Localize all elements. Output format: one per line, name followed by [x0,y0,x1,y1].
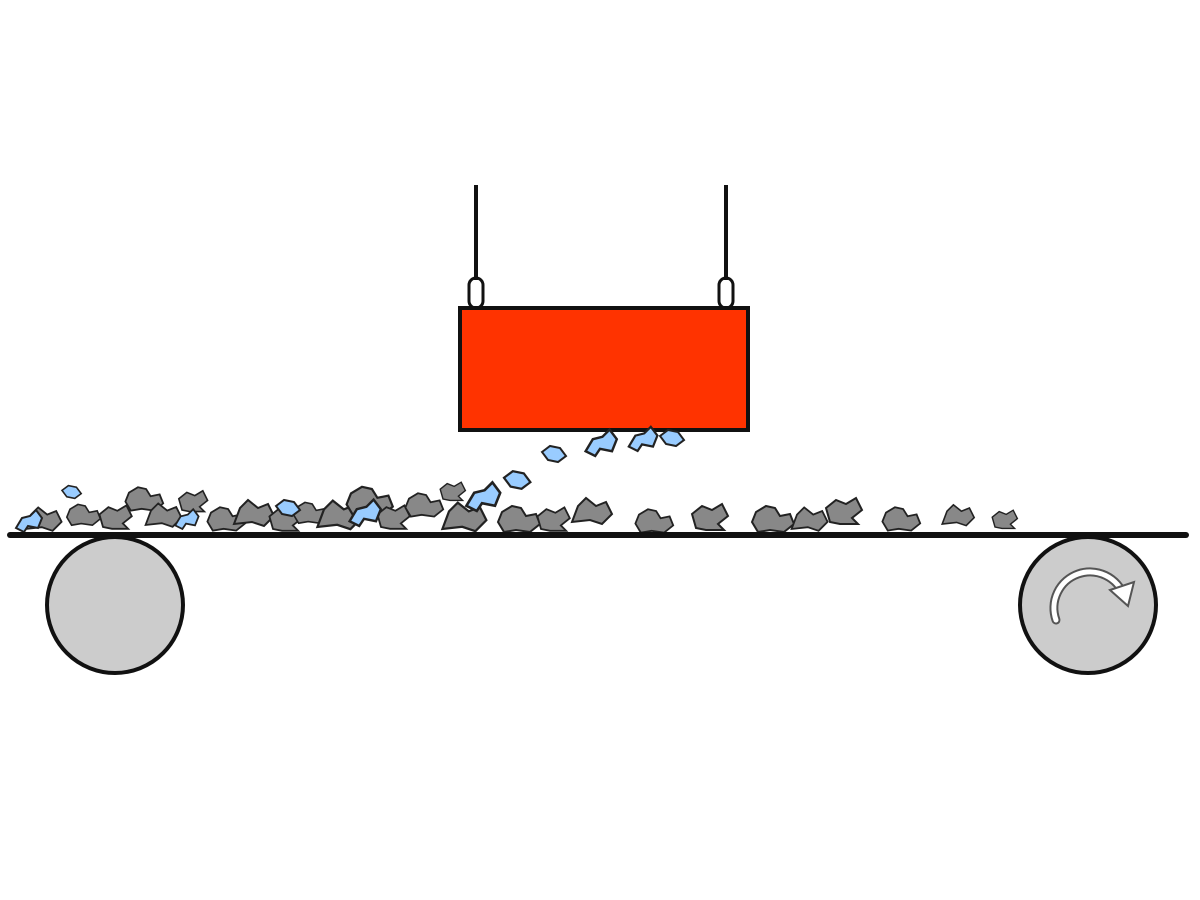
rock-fragment-icon [790,506,829,532]
rock-fragment-icon [233,499,275,527]
metal-fragment-icon [659,429,685,447]
metal-fragment-icon [61,484,82,500]
rock-fragment-icon [404,492,445,518]
rock-fragment-icon [98,504,133,530]
rock-fragment-icon [825,497,863,525]
rock-fragment-icon [439,481,467,502]
left-hook-icon [467,276,485,310]
rock-fragment-icon [634,508,675,534]
rock-fragment-icon [691,503,729,531]
rock-fragment-icon [991,509,1019,530]
metal-fragment-icon [584,428,618,458]
rock-fragment-icon [881,506,922,532]
magnet-block [458,306,750,432]
rock-fragment-icon [751,505,795,533]
right-hook-icon [717,276,735,310]
drive-roller [1018,535,1158,675]
metal-fragment-icon [465,481,502,513]
rotation-arrow-head-icon [1108,580,1136,608]
rock-fragment-icon [571,497,613,525]
rock-fragment-icon [497,505,541,533]
metal-fragment-icon [541,445,567,463]
rock-fragment-icon [941,503,976,527]
magnet-suspension [467,185,735,310]
metal-fragment-icon [502,470,532,490]
drive-roller-icon [1018,535,1158,675]
idler-roller-icon [45,535,185,675]
rock-fragment-icon [536,506,571,532]
rock-fragment-icon [66,503,102,527]
conveyed-material [15,425,1019,534]
